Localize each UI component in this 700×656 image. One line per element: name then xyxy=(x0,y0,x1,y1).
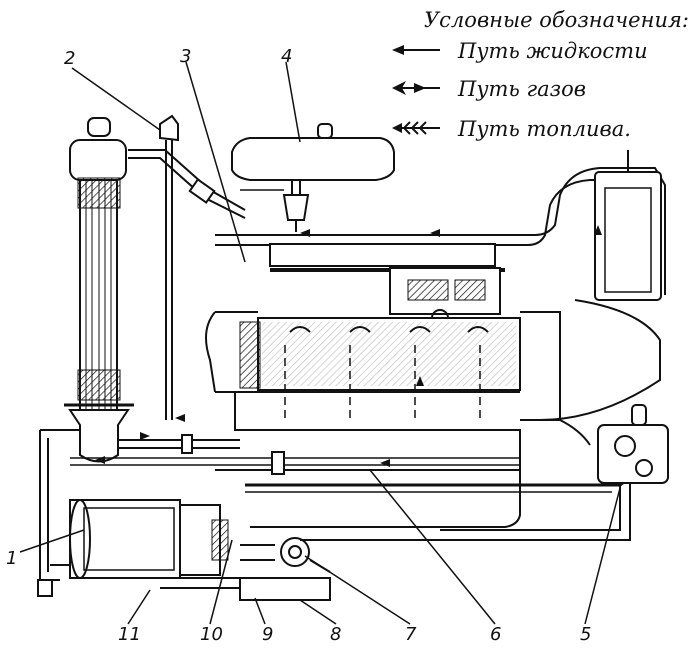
callout-9: 9 xyxy=(262,624,274,645)
gas-arrow-icon xyxy=(392,81,440,95)
radiator xyxy=(64,117,134,463)
callout-7: 7 xyxy=(405,624,417,645)
callout-3: 3 xyxy=(180,46,192,67)
valve-2 xyxy=(159,114,179,420)
callout-1: 1 xyxy=(6,548,18,569)
blower-housing xyxy=(539,150,662,421)
heater-1 xyxy=(37,499,229,597)
callout-5: 5 xyxy=(580,624,592,645)
callout-2: 2 xyxy=(64,48,76,69)
callout-6: 6 xyxy=(490,624,502,645)
leader-lines xyxy=(19,61,621,625)
liquid-arrow-icon xyxy=(392,45,440,55)
legend-label: Путь жидкости xyxy=(458,39,648,63)
flow-arrows xyxy=(95,225,602,467)
control-box-5 xyxy=(300,404,669,541)
fuel-tank-4 xyxy=(231,123,395,232)
legend-label: Путь газов xyxy=(458,77,586,101)
engine-block xyxy=(205,311,591,470)
legend-title: Условные обозначения: xyxy=(424,8,689,32)
legend-label: Путь топлива. xyxy=(458,117,631,141)
fuel-pump-8 xyxy=(160,537,331,601)
legend-item-fuel: Путь топлива. xyxy=(458,116,631,142)
legend-item-gas: Путь газов xyxy=(458,76,586,102)
legend-item-liquid: Путь жидкости xyxy=(458,38,648,64)
fuel-arrow-icon xyxy=(392,121,440,135)
callout-11: 11 xyxy=(118,624,141,645)
legend-symbols xyxy=(392,45,440,135)
callout-10: 10 xyxy=(200,624,223,645)
callout-8: 8 xyxy=(330,624,342,645)
callout-4: 4 xyxy=(281,46,293,67)
